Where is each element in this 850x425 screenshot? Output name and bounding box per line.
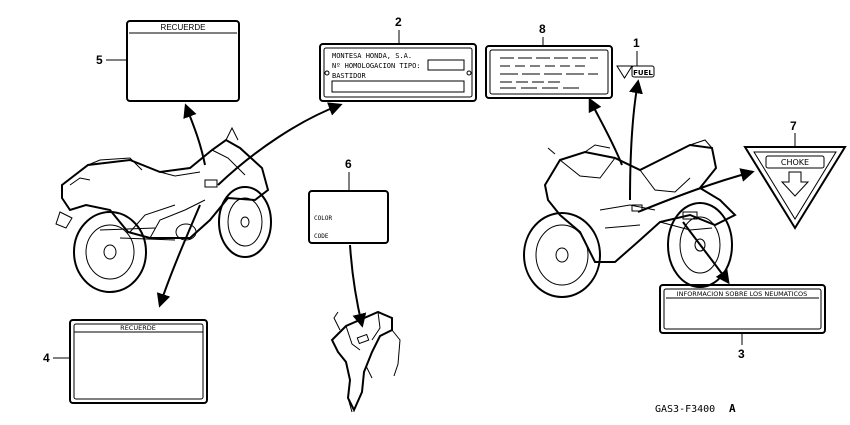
fuel-text: FUEL xyxy=(633,69,653,77)
plate-line2: Nº HOMOLOGACION TIPO: xyxy=(332,62,421,70)
footer-code: GAS3-F3400 A xyxy=(655,402,736,415)
callout-2: 2 xyxy=(395,15,402,44)
label-recuerde-top: RECUERDE xyxy=(126,20,240,102)
plate-line1: MONTESA HONDA, S.A. xyxy=(332,52,412,60)
callout-8-number: 8 xyxy=(539,22,546,36)
callout-3-number: 3 xyxy=(738,347,745,361)
callout-5-number: 5 xyxy=(96,53,103,67)
callout-5: 5 xyxy=(96,53,127,67)
code-text: CODE xyxy=(314,233,329,240)
recuerde-top-title: RECUERDE xyxy=(161,23,206,32)
part-code-suffix: A xyxy=(729,402,736,415)
callout-2-number: 2 xyxy=(395,15,402,29)
label-choke: CHOKE xyxy=(743,146,847,230)
callout-1-number: 1 xyxy=(633,36,640,50)
callout-3: 3 xyxy=(738,333,745,361)
motorcycle-right-icon xyxy=(523,139,737,298)
part-code: GAS3-F3400 xyxy=(655,404,715,415)
callout-6: 6 xyxy=(345,157,352,191)
callout-1: 1 xyxy=(633,36,640,66)
callout-4-number: 4 xyxy=(43,351,50,365)
label-tire-info: INFORMACION SOBRE LOS NEUMATICOS xyxy=(659,284,826,334)
plate-line3: BASTIDOR xyxy=(332,72,367,80)
recuerde-bottom-title: RECUERDE xyxy=(120,324,156,332)
choke-text: CHOKE xyxy=(781,158,809,167)
callout-4: 4 xyxy=(43,351,70,365)
leader-lines xyxy=(156,79,755,328)
frame-detail-icon xyxy=(330,310,401,413)
callout-8: 8 xyxy=(539,22,546,46)
label-fuel: FUEL xyxy=(616,65,655,79)
down-arrow-icon xyxy=(780,171,810,197)
callout-7-number: 7 xyxy=(790,119,797,133)
label-plate: MONTESA HONDA, S.A. Nº HOMOLOGACION TIPO… xyxy=(319,43,477,102)
label-8-plate xyxy=(485,45,613,99)
tire-info-text: INFORMACION SOBRE LOS NEUMATICOS xyxy=(677,290,808,298)
callout-7: 7 xyxy=(790,119,797,147)
label-color-code: COLOR CODE xyxy=(308,190,389,244)
color-text: COLOR xyxy=(314,215,332,222)
motorcycle-left-icon xyxy=(55,126,272,293)
label-recuerde-bottom: RECUERDE xyxy=(69,319,208,404)
callout-6-number: 6 xyxy=(345,157,352,171)
